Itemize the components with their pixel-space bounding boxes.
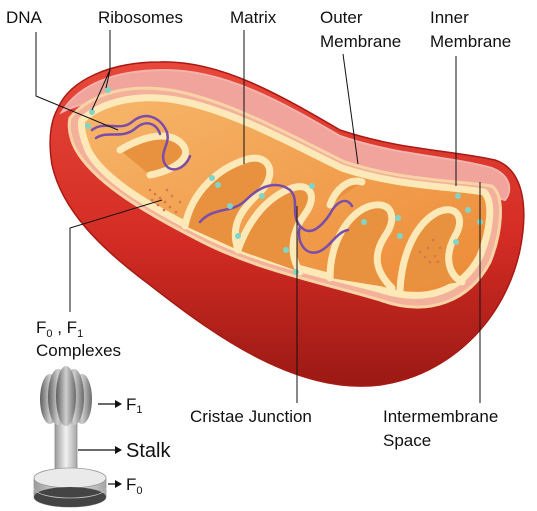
label-inner-membrane-line1: Inner — [430, 8, 469, 27]
label-outer-membrane-line1: Outer — [320, 8, 363, 27]
label-f0-letter: F — [36, 318, 46, 337]
label-complexes-line2: Complexes — [36, 341, 121, 360]
label-intermembrane-line1: Intermembrane — [383, 407, 498, 426]
label-part-f0: F0 — [126, 475, 143, 497]
label-f1-sub: 1 — [77, 328, 83, 340]
label-cristae-junction: Cristae Junction — [190, 407, 312, 426]
label-f1-letter: , F — [53, 318, 78, 337]
label-dna: DNA — [6, 8, 43, 27]
label-inner-membrane-line2: Membrane — [430, 32, 511, 51]
label-complexes-line1: F0 , F1 — [36, 318, 83, 340]
atp-synthase — [34, 366, 106, 507]
label-matrix: Matrix — [230, 8, 277, 27]
label-outer-membrane-line2: Membrane — [320, 32, 401, 51]
label-part-f1: F1 — [126, 395, 143, 416]
label-intermembrane-line2: Space — [383, 431, 431, 450]
label-ribosomes: Ribosomes — [98, 8, 183, 27]
label-part-stalk: Stalk — [126, 440, 171, 462]
